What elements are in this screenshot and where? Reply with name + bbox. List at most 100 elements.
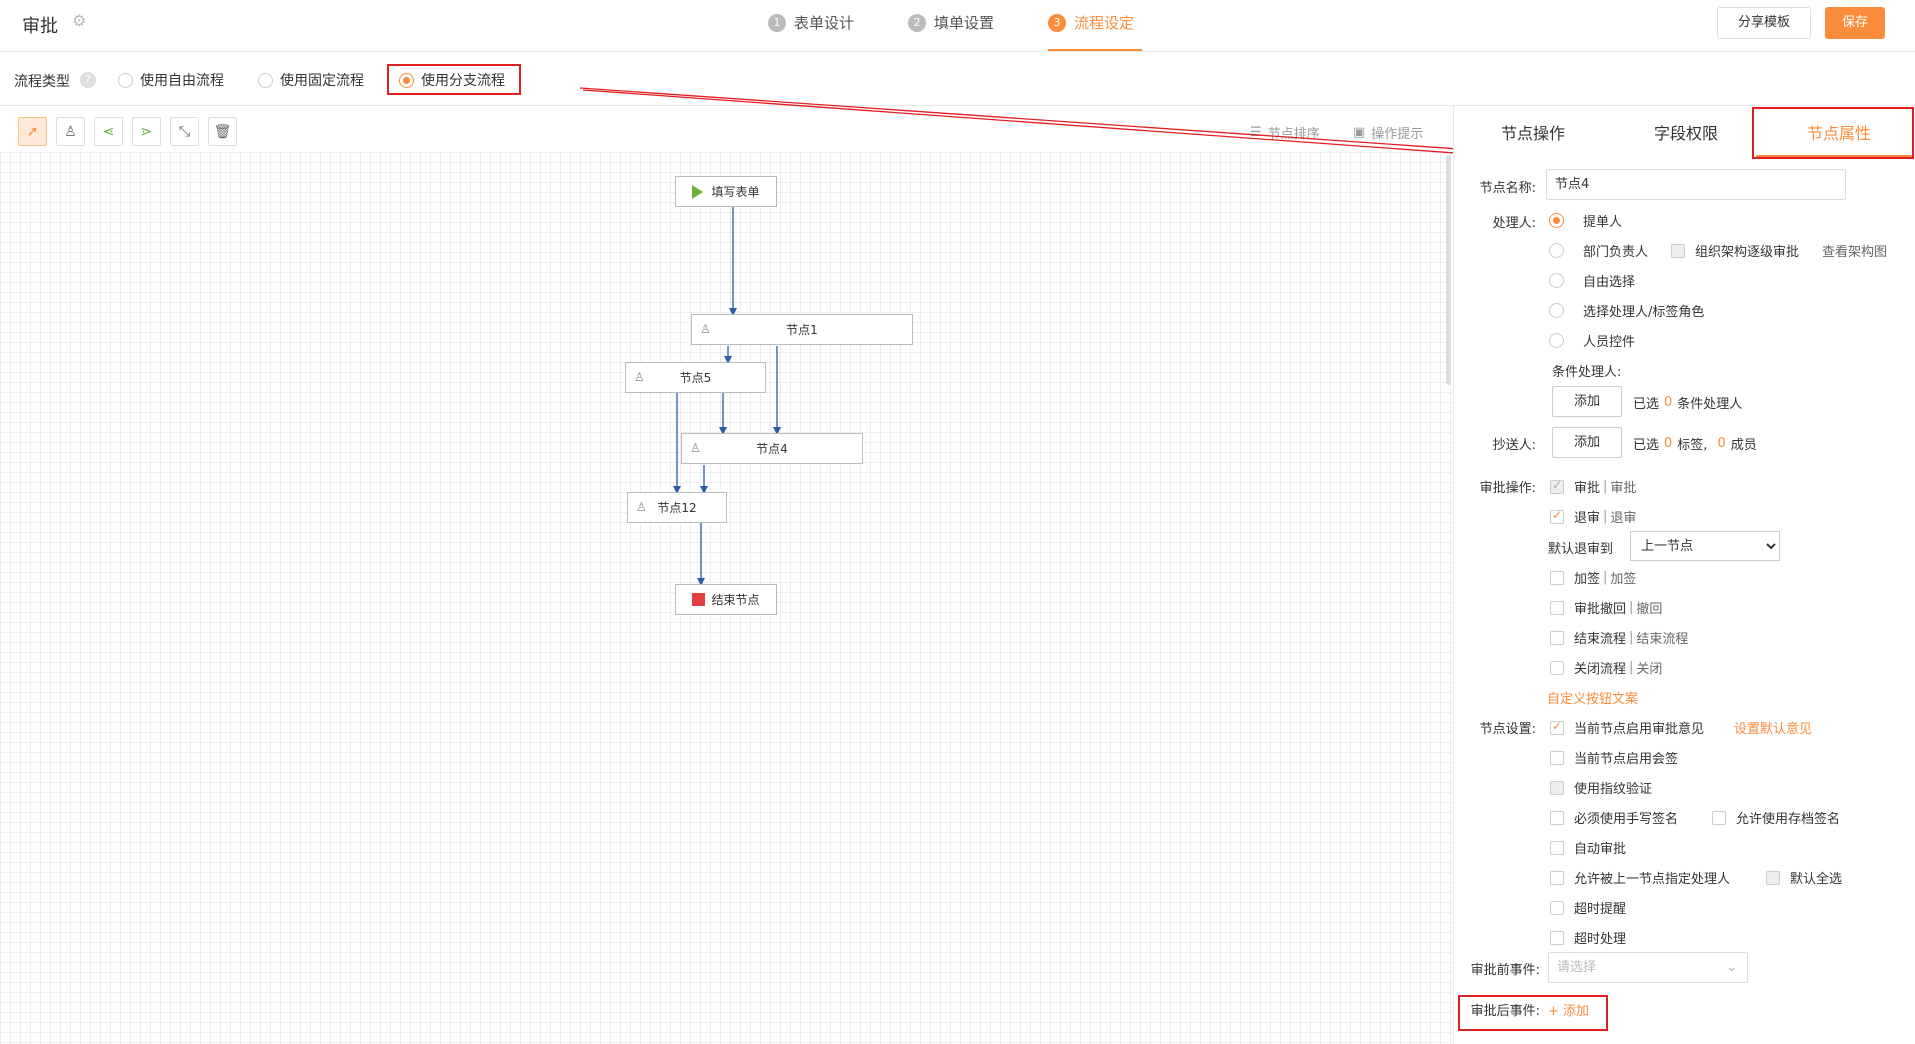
op-alias: 结束流程 <box>1636 632 1689 647</box>
op-alias: 审批 <box>1610 481 1637 496</box>
highlight-box-branch-flow <box>387 64 521 95</box>
checkbox-org-escalate[interactable]: 组织架构逐级审批 <box>1671 241 1799 260</box>
radio-label: 使用固定流程 <box>280 73 364 89</box>
step-number: 1 <box>768 13 786 32</box>
active-step-underline <box>1048 49 1142 51</box>
node-1[interactable]: ♙ 节点1 <box>691 314 913 345</box>
add-cond-handler-button[interactable]: 添加 <box>1552 386 1622 417</box>
custom-button-text-link[interactable]: 自定义按钮文案 <box>1547 692 1639 707</box>
radio-circle-selected <box>1549 213 1564 228</box>
option-label: 选择处理人/标签角色 <box>1583 305 1705 320</box>
count-suffix: 条件处理人 <box>1677 397 1743 412</box>
radio-branch-flow[interactable]: 使用分支流程 <box>399 70 505 90</box>
pointer-icon[interactable]: ➚ <box>18 117 47 146</box>
step-form-design[interactable]: 1 表单设计 <box>768 12 854 33</box>
checkbox-allow-prev-assign[interactable]: 允许被上一节点指定处理人 <box>1550 868 1730 887</box>
list-icon: ☰ <box>1250 125 1262 140</box>
select-placeholder: 请选择 <box>1557 960 1597 975</box>
radio-handler-person-control[interactable]: 人员控件 <box>1549 331 1635 350</box>
radio-handler-select-role[interactable]: 选择处理人/标签角色 <box>1549 301 1704 320</box>
tab-field-permissions[interactable]: 字段权限 <box>1654 124 1719 143</box>
trash-icon[interactable]: 🗑 <box>208 117 237 146</box>
count-value: 0 <box>1664 395 1673 410</box>
doc-icon: ▣ <box>1353 125 1366 140</box>
add-cc-button[interactable]: 添加 <box>1552 427 1622 458</box>
step-fill-settings[interactable]: 2 填单设置 <box>908 12 994 33</box>
node-4[interactable]: ♙ 节点4 <box>681 433 863 464</box>
op-name: 结束流程 <box>1574 632 1627 647</box>
radio-free-flow[interactable]: 使用自由流程 <box>118 70 224 90</box>
checkbox <box>1550 630 1564 645</box>
checkbox-fingerprint[interactable]: 使用指纹验证 <box>1550 778 1652 797</box>
node-sort-button[interactable]: ☰ 节点排序 <box>1250 123 1320 142</box>
node-settings-label: 节点设置: <box>1479 722 1536 737</box>
radio-circle-selected <box>399 72 414 88</box>
step-label: 流程设定 <box>1074 14 1135 32</box>
step-number: 2 <box>908 13 926 32</box>
checkbox-default-all[interactable]: 默认全选 <box>1766 868 1842 887</box>
set-default-opinion-link[interactable]: 设置默认意见 <box>1734 722 1813 737</box>
node-12[interactable]: ♙ 节点12 <box>627 492 727 523</box>
node-start[interactable]: 填写表单 <box>675 176 777 207</box>
before-event-select[interactable]: 请选择 ⌄ <box>1548 952 1748 983</box>
checkbox-auto-approve[interactable]: 自动审批 <box>1550 838 1626 857</box>
merge-icon[interactable]: ⋗ <box>132 117 161 146</box>
checkbox-timeout-handle[interactable]: 超时处理 <box>1550 928 1626 947</box>
gear-icon[interactable]: ⚙ <box>72 11 87 30</box>
checkbox <box>1550 600 1564 615</box>
tab-node-properties[interactable]: 节点属性 <box>1807 124 1872 143</box>
checkbox-countersign[interactable]: 当前节点启用会签 <box>1550 748 1678 767</box>
checkbox <box>1550 870 1564 885</box>
node-name-input[interactable]: 节点4 <box>1546 169 1846 200</box>
view-org-chart-link[interactable]: 查看架构图 <box>1822 245 1888 260</box>
checkbox-timeout-remind[interactable]: 超时提醒 <box>1550 898 1626 917</box>
checkbox-op-approve[interactable]: 审批|审批 <box>1550 477 1636 496</box>
node-label: 节点5 <box>679 371 712 385</box>
before-event-label: 审批前事件: <box>1470 963 1540 978</box>
node-sort-label: 节点排序 <box>1267 127 1320 142</box>
checkbox-op-close-flow[interactable]: 关闭流程|关闭 <box>1550 658 1662 677</box>
cc-label: 抄送人: <box>1492 438 1536 453</box>
op-name: 退审 <box>1574 511 1601 526</box>
checkbox-op-add-sign[interactable]: 加签|加签 <box>1550 568 1636 587</box>
node-5[interactable]: ♙ 节点5 <box>625 362 766 393</box>
tab-node-operations[interactable]: 节点操作 <box>1501 124 1566 143</box>
step-label: 填单设置 <box>934 14 995 32</box>
operation-hint-button[interactable]: ▣ 操作提示 <box>1353 123 1423 142</box>
connector-icon[interactable]: ⤡ <box>170 117 199 146</box>
flow-type-label: 流程类型 <box>14 74 70 90</box>
canvas-scrollbar[interactable] <box>1446 155 1451 385</box>
radio-handler-dept-head[interactable]: 部门负责人 <box>1549 241 1648 260</box>
default-return-select[interactable]: 上一节点 <box>1630 531 1780 561</box>
branch-icon[interactable]: ⋖ <box>94 117 123 146</box>
flow-type-row: 流程类型 ? 使用自由流程 使用固定流程 使用分支流程 <box>0 52 1915 106</box>
checkbox-op-withdraw[interactable]: 审批撤回|撤回 <box>1550 598 1662 617</box>
add-after-event-link[interactable]: + 添加 <box>1548 1004 1590 1019</box>
checkbox-op-return[interactable]: 退审|退审 <box>1550 507 1636 526</box>
user-icon[interactable]: ♙ <box>56 117 85 146</box>
share-template-button[interactable]: 分享模板 <box>1717 7 1811 39</box>
checkbox-enable-opinion[interactable]: 当前节点启用审批意见 <box>1550 718 1704 737</box>
option-label: 超时处理 <box>1574 932 1627 947</box>
checkbox-handwrite[interactable]: 必须使用手写签名 <box>1550 808 1678 827</box>
radio-fixed-flow[interactable]: 使用固定流程 <box>258 70 364 90</box>
save-button[interactable]: 保存 <box>1825 7 1885 39</box>
checkbox <box>1550 900 1564 915</box>
op-name: 审批撤回 <box>1574 602 1627 617</box>
app-title: 审批 <box>22 16 58 37</box>
checkbox-op-end-flow[interactable]: 结束流程|结束流程 <box>1550 628 1688 647</box>
cc-count: 已选 0 标签, 0 成员 <box>1633 434 1757 453</box>
checkbox <box>1550 810 1564 825</box>
user-icon: ♙ <box>690 441 701 455</box>
radio-handler-submitter[interactable]: 提单人 <box>1549 211 1622 230</box>
checkbox <box>1712 810 1726 825</box>
radio-handler-free-select[interactable]: 自由选择 <box>1549 271 1635 290</box>
checkbox-disabled <box>1550 780 1564 795</box>
step-flow-settings[interactable]: 3 流程设定 <box>1048 12 1134 33</box>
node-end[interactable]: 结束节点 <box>675 584 777 615</box>
checkbox <box>1550 930 1564 945</box>
radio-circle <box>258 72 273 88</box>
checkbox-archive-sign[interactable]: 允许使用存档签名 <box>1712 808 1840 827</box>
help-icon[interactable]: ? <box>80 72 96 88</box>
member-count: 0 <box>1717 436 1726 451</box>
